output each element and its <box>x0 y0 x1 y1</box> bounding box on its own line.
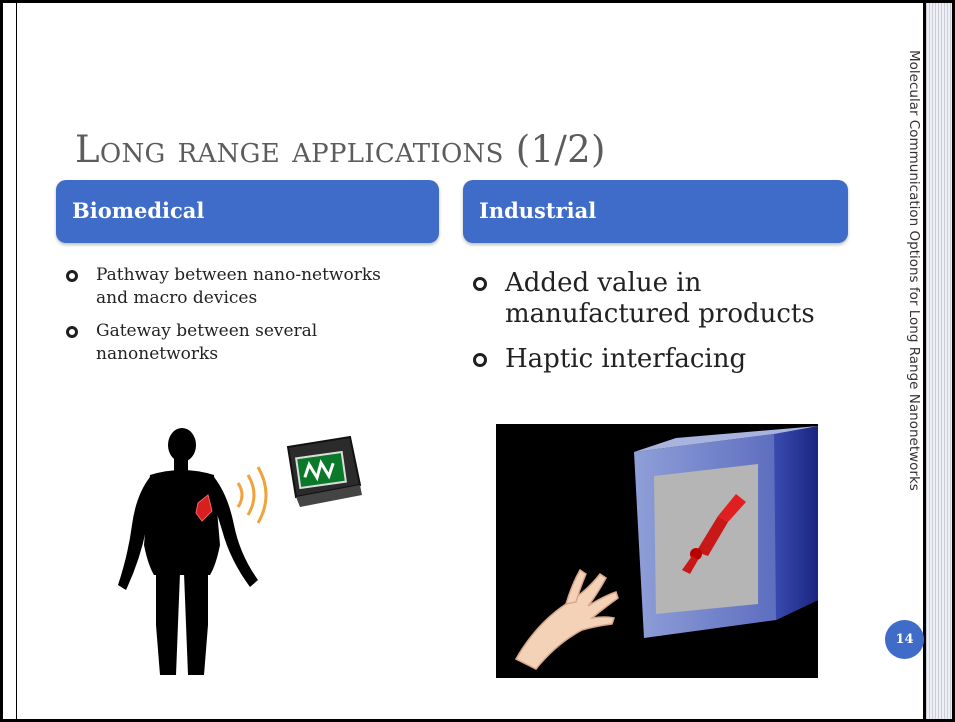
list-item: Gateway between several nanonetworks <box>66 320 406 366</box>
presentation-title-sidebar: Molecular Communication Options for Long… <box>906 50 922 491</box>
bullet-text: Haptic interfacing <box>505 344 747 374</box>
list-item: Haptic interfacing <box>473 344 853 375</box>
slide-title: Long range applications (1/2) <box>75 128 606 171</box>
monitor-icon <box>286 435 362 507</box>
right-border-line <box>923 3 926 719</box>
bullet-text: Added value in manufactured products <box>505 268 815 329</box>
page-number-badge: 14 <box>885 620 924 659</box>
bullet-icon <box>66 326 78 338</box>
right-decorative-stripe <box>925 3 952 719</box>
bullet-text: Gateway between several nanonetworks <box>96 321 318 364</box>
column-header-biomedical: Biomedical <box>56 180 439 243</box>
bullet-text: Pathway between nano-networks and macro … <box>96 265 381 308</box>
left-border-line <box>16 3 17 719</box>
list-item: Added value in manufactured products <box>473 268 853 330</box>
industrial-bullet-list: Added value in manufactured products Hap… <box>473 268 853 389</box>
biomedical-bullet-list: Pathway between nano-networks and macro … <box>66 264 406 376</box>
list-item: Pathway between nano-networks and macro … <box>66 264 406 310</box>
human-with-monitor-icon <box>118 428 362 675</box>
hand-and-robot-arm-cube-icon <box>496 424 818 678</box>
bullet-icon <box>473 353 487 367</box>
bullet-icon <box>66 270 78 282</box>
heart-nanodevice-icon <box>195 494 213 522</box>
column-header-industrial: Industrial <box>463 180 848 243</box>
bullet-icon <box>473 277 487 291</box>
